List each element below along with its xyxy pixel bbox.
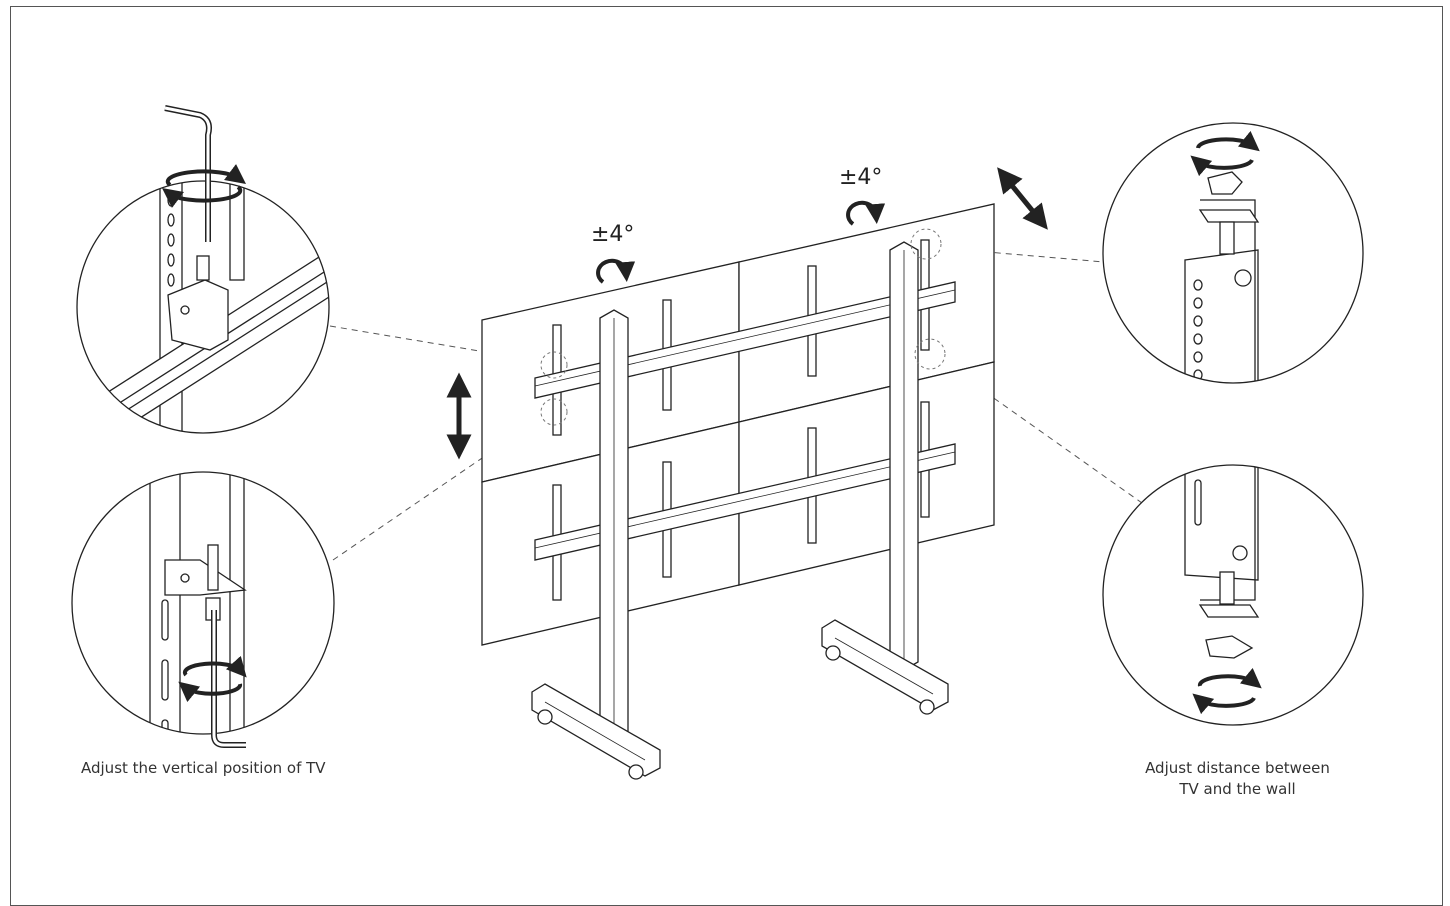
detail-circle-bottom-right: [1102, 464, 1364, 726]
tilt-rotate-icon-right: [846, 200, 886, 226]
detail-circle-top-right: [1102, 122, 1364, 384]
rotate-icon-top-left: [165, 164, 247, 187]
foot-right: [821, 619, 949, 711]
depth-adjust-arrow: [997, 167, 1048, 230]
tilt-rotate-icon-left: [596, 258, 636, 284]
rail-bottom: [534, 443, 956, 561]
wheel: [537, 709, 553, 725]
rail-top: [534, 281, 956, 399]
rotate-icon-bottom-right: [1197, 667, 1262, 689]
tilt-angle-label-left: ±4°: [591, 222, 635, 247]
video-wall-stand-diagram: [71, 105, 1364, 780]
detail-circle-bottom-left: [71, 471, 335, 748]
caption-vertical-position: Adjust the vertical position of TV: [81, 759, 326, 777]
motion-arrows: [446, 167, 1048, 460]
tilt-rotate-icons: [596, 200, 886, 284]
caption-wall-distance-line1: Adjust distance between: [1145, 759, 1330, 777]
rotate-icon-bottom-left: [182, 655, 247, 678]
rotate-icon-top-right: [1196, 130, 1260, 152]
wheel: [825, 645, 841, 661]
foot-left: [531, 683, 661, 777]
wheel: [628, 764, 644, 780]
caption-wall-distance-line2: TV and the wall: [1179, 780, 1296, 798]
thumb-knob-icon: [1205, 635, 1254, 659]
detail-circle-top-left: [76, 105, 330, 434]
wheel: [919, 699, 935, 715]
main-stand: [481, 203, 995, 780]
leader-line-bottom-right: [939, 359, 1143, 504]
caption-wall-distance: Adjust distance between TV and the wall: [1125, 758, 1350, 800]
tilt-angle-label-right: ±4°: [839, 165, 883, 190]
detail-markers: [540, 228, 946, 426]
thumb-knob-icon: [1207, 171, 1243, 195]
